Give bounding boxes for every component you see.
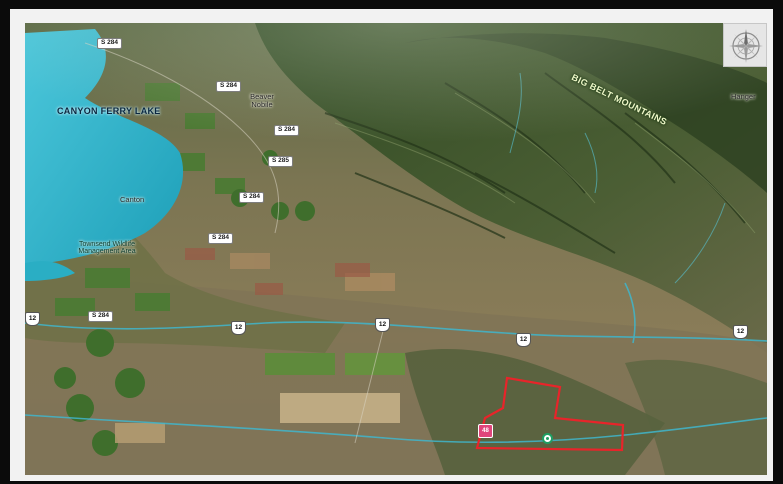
map-imagery — [25, 23, 767, 475]
road-label: S 284 — [97, 38, 122, 49]
property-pin-marker[interactable]: 48 — [478, 424, 493, 438]
wildlife-area-label: Townsend Wildlife Management Area — [78, 241, 136, 256]
highway-shield: 12 — [231, 321, 246, 335]
highway-shield: 12 — [375, 318, 390, 332]
highway-shield: 12 — [516, 333, 531, 347]
road-label: S 284 — [274, 125, 299, 136]
compass-button[interactable] — [723, 23, 767, 67]
map-frame: CANYON FERRY LAKE BIG BELT MOUNTAINS Can… — [10, 9, 773, 481]
highway-shield: 12 — [733, 325, 748, 339]
town-label-canton: Canton — [120, 195, 145, 204]
location-circle-marker[interactable] — [542, 433, 553, 444]
compass-rose-icon — [729, 29, 763, 63]
road-label: S 284 — [208, 233, 233, 244]
road-label: S 284 — [239, 192, 264, 203]
road-label: S 285 — [268, 156, 293, 167]
highway-shield: 12 — [25, 312, 40, 326]
lake-label: CANYON FERRY LAKE — [57, 106, 161, 116]
town-label-north: Beaver Nobile — [250, 92, 274, 109]
property-boundary — [475, 376, 625, 452]
town-label-east: Hanger — [731, 92, 756, 101]
road-label: S 284 — [216, 81, 241, 92]
satellite-map[interactable]: CANYON FERRY LAKE BIG BELT MOUNTAINS Can… — [25, 23, 767, 475]
road-label: S 284 — [88, 311, 113, 322]
